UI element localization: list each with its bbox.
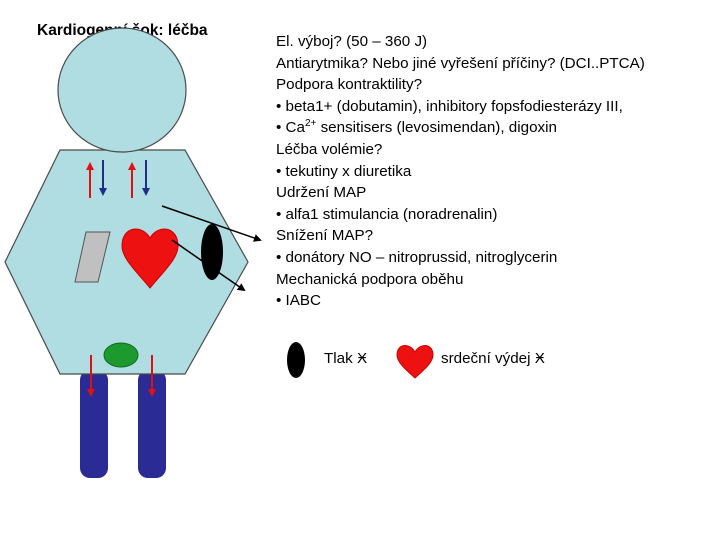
right-leg (138, 370, 166, 478)
text-line-antiarrhythmics: Antiarytmika? Nebo jiné vyřešení příčiny… (276, 54, 645, 72)
text-line-iabc: • IABC (276, 292, 321, 310)
arrow-to-text-lower (171, 239, 246, 292)
vessel-ellipse (201, 224, 223, 280)
text-line-no-donors: • donátory NO – nitroprussid, nitroglyce… (276, 248, 558, 266)
text-line-maintain-map: Udržení MAP (276, 184, 367, 202)
torso (4, 149, 249, 375)
legend-vessel-icon (287, 342, 305, 378)
legend-heart-icon (396, 345, 434, 379)
legend-output-arrow: Ӿ (534, 350, 545, 367)
arrow-to-text-upper (161, 205, 262, 242)
liver-shape (103, 342, 139, 368)
text-line-contractility: Podpora kontraktility? (276, 76, 423, 94)
text-line-defibrillation: El. výboj? (50 – 360 J) (276, 33, 428, 50)
lung-shape (74, 231, 111, 283)
legend-output: srdeční výdej Ӿ (441, 350, 545, 367)
text-line-volemia: Léčba volémie? (276, 140, 383, 158)
legend-output-label: srdeční výdej (441, 350, 531, 367)
calcium-superscript: 2+ (304, 118, 317, 130)
legend-pressure-arrow: Ӿ (356, 350, 368, 367)
calcium-prefix: • Ca (276, 119, 305, 137)
text-line-fluids: • tekutiny x diuretika (276, 162, 412, 180)
treatment-text-block: El. výboj? (50 – 360 J) Antiarytmika? Ne… (276, 31, 645, 312)
heart-icon (121, 228, 179, 289)
text-line-mechanical-support: Mechanická podpora oběhu (276, 270, 464, 288)
text-line-beta1: • beta1+ (dobutamin), inhibitory fopsfod… (276, 97, 623, 115)
calcium-suffix: sensitisers (levosimendan), digoxin (316, 119, 557, 137)
legend-pressure-label: Tlak (324, 350, 353, 367)
left-leg (80, 370, 108, 478)
text-line-lower-map: Snížení MAP? (276, 227, 374, 245)
text-line-alpha1: • alfa1 stimulancia (noradrenalin) (276, 205, 498, 223)
head (57, 27, 187, 153)
legend-pressure: Tlak Ӿ (324, 350, 367, 367)
text-line-calcium-sensitisers: • Ca2+ sensitisers (levosimendan), digox… (276, 117, 645, 139)
